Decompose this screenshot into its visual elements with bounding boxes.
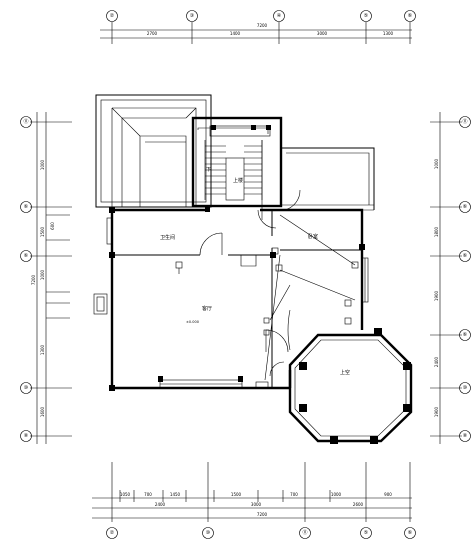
top-span-2: 1400 [230, 31, 241, 36]
exterior-walls [93, 207, 369, 391]
right-axis-5: ⑩ [463, 385, 468, 391]
stair-down-mark: 下 [206, 167, 211, 173]
electrical-wiring [175, 127, 359, 381]
bottom-row2-span-3: 2600 [353, 502, 364, 507]
top-span-3: 3000 [317, 31, 328, 36]
bottom-span-3: 1450 [170, 492, 181, 497]
room-label-octagon: 上空 [340, 369, 350, 376]
roof-terrace [95, 94, 212, 208]
left-span-1: 1000 [40, 159, 45, 170]
bottom-windows [158, 376, 269, 389]
right-span-2: 1800 [434, 226, 439, 237]
bottom-overall-dimension: 7200 [257, 512, 268, 517]
left-dimension-chain: 7200 1000 1500 1000 1300 1600 600 [30, 112, 72, 444]
interior-partitions [112, 189, 362, 388]
top-axis-4: ⑤ [364, 13, 368, 19]
bottom-span-2: 700 [144, 492, 152, 497]
bottom-span-6: 1000 [331, 492, 342, 497]
left-span-5: 1600 [40, 406, 45, 417]
right-axis-bubbles: ⑪ ⑥ ⑥ ⑥ ⑩ ⑧ [459, 116, 471, 442]
right-axis-4: ⑥ [463, 332, 468, 338]
top-dimension-chain: 7200 2700 1400 3000 1300 [100, 22, 412, 44]
right-axis-1: ⑪ [462, 118, 467, 125]
bottom-span-4: 1500 [231, 492, 242, 497]
left-overall-dimension: 7200 [31, 274, 36, 285]
bottom-axis-bubbles: ② ⑩ ⑪ ⑤ ⑥ [106, 527, 416, 539]
left-span-3: 1000 [40, 269, 45, 280]
stairwell: 上楼 下 [191, 116, 283, 208]
octagonal-bay [288, 328, 413, 444]
room-label-living: 客厅 [202, 305, 212, 312]
bottom-span-1: 1050 [120, 492, 131, 497]
top-axis-1: ② [110, 13, 115, 19]
top-axis-5: ⑥ [408, 13, 413, 19]
top-overall-dimension: 7200 [257, 23, 268, 28]
right-span-1: 1000 [434, 158, 439, 169]
left-axis-bubbles: ⑪ ⑥ ⑥ ⑩ ⑧ [20, 116, 32, 442]
stair-up-label: 上楼 [233, 177, 243, 184]
top-axis-3: ④ [277, 13, 282, 19]
bottom-span-5: 700 [290, 492, 298, 497]
right-span-5: 1900 [434, 406, 439, 417]
left-span-2: 1500 [40, 226, 45, 237]
left-axis-3: ⑥ [24, 253, 29, 259]
bottom-axis-5: ⑥ [408, 530, 413, 536]
bottom-dimension-chain: 1050 700 1450 1500 700 1000 900 2400 300… [92, 462, 412, 522]
room-label-bath: 卫生间 [160, 234, 175, 241]
bottom-row2-span-2: 3000 [251, 502, 262, 507]
left-span-6: 600 [50, 222, 55, 230]
bottom-span-7: 900 [384, 492, 392, 497]
room-label-right: 卧室 [308, 233, 318, 240]
right-axis-2: ⑥ [463, 204, 468, 210]
left-axis-5: ⑧ [24, 433, 29, 439]
left-axis-1: ⑪ [23, 118, 28, 125]
top-span-4: 1300 [383, 31, 394, 36]
right-axis-6: ⑧ [463, 433, 468, 439]
upper-right-terrace [281, 147, 375, 211]
right-axis-3: ⑥ [463, 253, 468, 259]
right-dimension-chain: 1000 1800 1900 2400 1900 [430, 112, 462, 444]
right-span-3: 1900 [434, 290, 439, 301]
bottom-axis-2: ⑩ [206, 530, 211, 536]
top-axis-bubbles: ② ③ ④ ⑤ ⑥ [106, 10, 416, 22]
top-axis-2: ③ [190, 13, 194, 19]
living-elevation: ±0.000 [186, 320, 199, 324]
bottom-axis-3: ⑪ [302, 529, 307, 536]
top-span-1: 2700 [147, 31, 158, 36]
right-span-4: 2400 [434, 356, 439, 367]
left-axis-4: ⑩ [24, 385, 29, 391]
left-span-4: 1300 [40, 344, 45, 355]
room-labels: 卫生间 卧室 客厅 ±0.000 上空 [160, 233, 350, 376]
bottom-row2-span-1: 2400 [155, 502, 166, 507]
bottom-axis-4: ⑤ [364, 530, 368, 536]
left-axis-2: ⑥ [24, 204, 29, 210]
bottom-axis-1: ② [110, 530, 115, 536]
